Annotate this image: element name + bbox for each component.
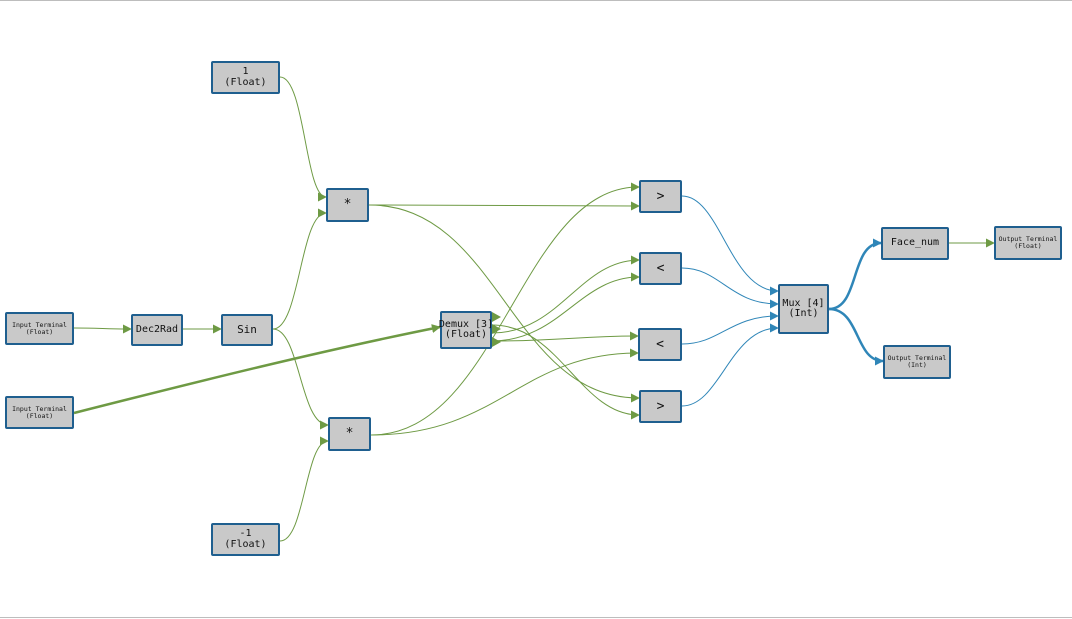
greater-than-node[interactable]: > [639, 390, 682, 423]
wire-const1-to-multop [279, 76, 327, 202]
wire-demux-to-lt1b [491, 272, 640, 342]
less-than-node[interactable]: < [638, 328, 682, 361]
dec2rad-node[interactable]: Dec2Rad [131, 314, 183, 346]
node-type-label: (Float) [444, 329, 488, 340]
node-label: Sin [237, 323, 257, 337]
wire-lt2-to-mux [681, 311, 779, 345]
node-label: Output Terminal [887, 354, 947, 363]
demux-port-2 [492, 324, 501, 334]
wire-lt1-to-mux [681, 267, 779, 309]
node-label: < [656, 260, 665, 276]
wire-gt1-to-mux [681, 195, 779, 296]
wire-demux-to-lt2 [491, 331, 639, 342]
node-type-label: (Float) [224, 76, 267, 88]
input-terminal-node[interactable]: Input Terminal (Float) [5, 312, 74, 345]
face-num-node[interactable]: Face_num [881, 227, 949, 260]
less-than-node[interactable]: < [639, 252, 682, 285]
node-label: Demux [3] [438, 318, 494, 330]
wire-input1-to-dec2rad [73, 324, 132, 334]
demux-node[interactable]: Demux [3] (Float) [438, 311, 494, 349]
node-label: < [656, 336, 664, 352]
node-type-label: (Float) [25, 327, 54, 336]
const-neg-one-node[interactable]: -1 (Float) [211, 523, 280, 556]
wire-demux-to-gt2 [491, 324, 640, 420]
wire-sin-to-mulbottom [272, 328, 329, 430]
sin-node[interactable]: Sin [221, 314, 273, 346]
multiply-node-top[interactable]: * [326, 188, 369, 222]
multiply-node-bottom[interactable]: * [328, 417, 371, 451]
wire-multop-to-gt2 [368, 204, 640, 403]
node-label: Input Terminal [12, 404, 67, 413]
wire-demux-to-lt1 [491, 255, 640, 334]
node-label: * [343, 197, 352, 213]
node-label: * [345, 426, 354, 442]
node-label: > [656, 188, 665, 204]
greater-than-node[interactable]: > [639, 180, 682, 213]
node-label: -1 [239, 528, 252, 539]
node-label: 1 [242, 66, 249, 77]
mux-node[interactable]: Mux [4] (Int) [778, 284, 829, 334]
input-terminal-node[interactable]: Input Terminal (Float) [5, 396, 74, 429]
node-type-label: (Float) [25, 411, 54, 420]
output-terminal-int-node[interactable]: Output Terminal (Int) [883, 345, 951, 379]
node-label: > [656, 398, 665, 414]
wire-mux-to-output-int [828, 307, 884, 366]
node-type-label: (Int) [907, 361, 927, 369]
node-label: Output Terminal [998, 235, 1058, 244]
wire-multop-to-gt1 [368, 201, 640, 211]
node-type-label: (Int) [788, 308, 819, 319]
wire-input2-to-demux [73, 324, 441, 415]
demux-port-3 [492, 337, 501, 347]
demux-port-1 [492, 312, 501, 322]
node-type-label: (Float) [224, 538, 267, 550]
const-one-node[interactable]: 1 (Float) [211, 61, 280, 94]
node-label: Face_num [890, 237, 940, 249]
wire-sin-to-multop [272, 208, 327, 330]
node-type-label: (Float) [1014, 242, 1042, 250]
node-label: Mux [4] [782, 297, 825, 309]
output-terminal-float-node[interactable]: Output Terminal (Float) [994, 226, 1062, 260]
wire-gt2-to-mux [681, 323, 779, 407]
node-label: Input Terminal [12, 320, 67, 329]
wire-mulbottom-to-gt1 [370, 182, 640, 436]
wire-mux-to-facenum [828, 238, 882, 311]
node-label: Dec2Rad [135, 323, 179, 335]
wire-mulbottom-to-lt2 [370, 348, 639, 436]
wire-constneg-to-mulbottom [279, 436, 329, 542]
